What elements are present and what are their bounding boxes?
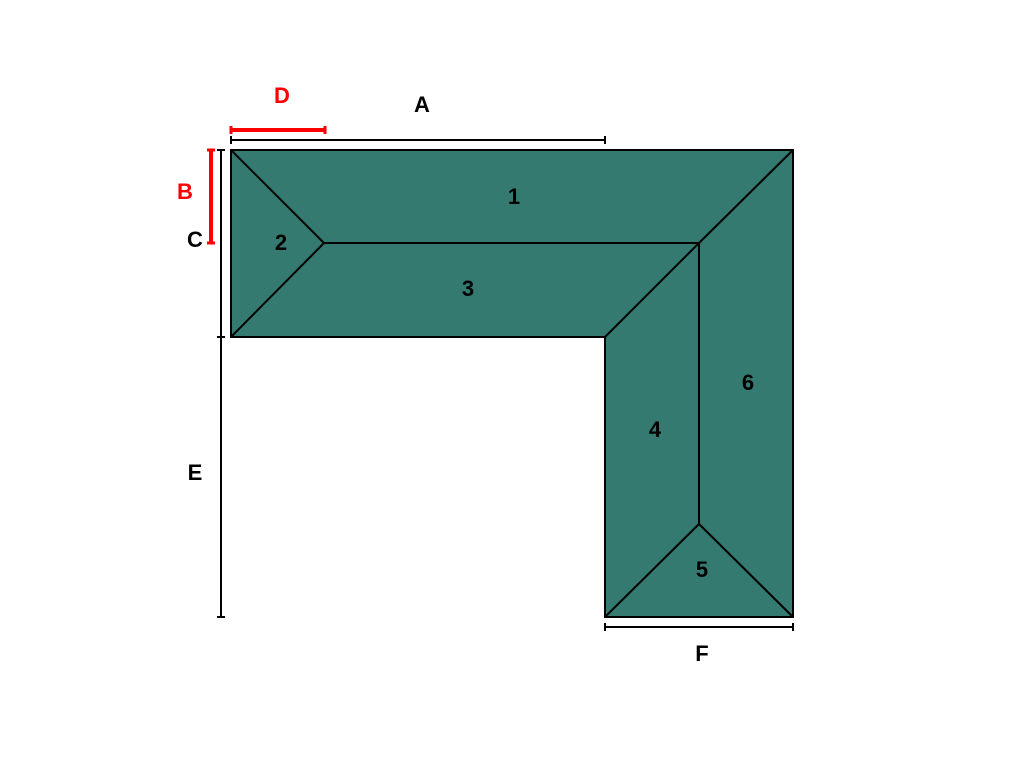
valley-line [604, 242, 700, 338]
hip-line [604, 523, 700, 618]
hip-line [698, 149, 794, 244]
section-6-label: 6 [742, 370, 754, 395]
hip-lines [230, 149, 794, 618]
label-a: A [414, 92, 430, 117]
dimension-f [604, 623, 794, 631]
dimension-c [217, 149, 225, 338]
section-5-label: 5 [696, 557, 708, 582]
section-2-label: 2 [275, 230, 287, 255]
label-d: D [274, 83, 290, 108]
label-f: F [695, 641, 708, 666]
section-3-label: 3 [462, 276, 474, 301]
hip-line [698, 523, 794, 618]
dimension-d [229, 126, 327, 134]
dimension-a [230, 136, 606, 144]
hip-line [230, 149, 325, 244]
hip-line [230, 242, 325, 338]
dimension-e [217, 337, 225, 618]
roof-outline [230, 149, 794, 618]
dimension-lines [207, 126, 794, 631]
label-e: E [188, 460, 203, 485]
section-1-label: 1 [508, 184, 520, 209]
dimension-b [207, 148, 215, 245]
label-c: C [187, 227, 203, 252]
label-b: B [177, 179, 193, 204]
section-4-label: 4 [649, 417, 662, 442]
